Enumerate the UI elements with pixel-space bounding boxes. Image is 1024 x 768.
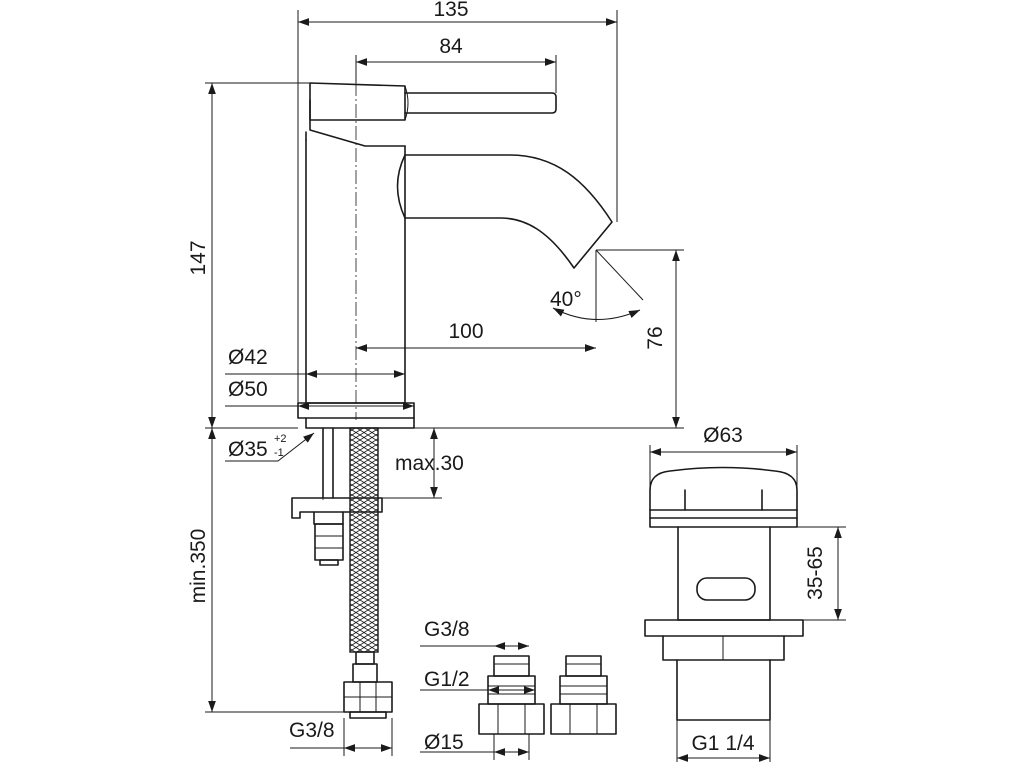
dim-total-width: 135 — [433, 0, 468, 21]
dim-waste-thread: G1 1/4 — [691, 732, 754, 755]
dim-tol-plus: +2 — [274, 433, 287, 445]
dim-body-diameter: Ø42 — [228, 346, 268, 369]
lever-handle — [309, 82, 557, 147]
adapter-fittings: G3/8 G1/2 Ø15 — [420, 618, 617, 760]
mounting-assembly — [291, 427, 393, 719]
dim-spout-height: 76 — [644, 326, 667, 349]
dim-base-diameter: Ø50 — [228, 378, 268, 401]
dim-tol-minus: -1 — [274, 447, 284, 459]
dim-max-thickness: max.30 — [395, 452, 464, 475]
dim-height-total: 147 — [187, 240, 210, 275]
dim-adapter-thread-top: G3/8 — [424, 618, 470, 641]
dim-adapter-thread-mid: G1/2 — [424, 668, 470, 691]
waste-dimensions: Ø63 35-65 G1 1/4 — [649, 424, 846, 762]
spout — [396, 154, 613, 269]
dim-hose-length: min.350 — [187, 529, 210, 604]
dim-lever-width: 84 — [439, 35, 463, 58]
waste-drain — [644, 466, 804, 721]
adapter-left — [478, 655, 545, 735]
dim-adapter-pipe: Ø15 — [424, 731, 464, 754]
faucet-dimensions: 135 84 147 100 76 40° Ø42 Ø50 Ø35 +2 — [187, 0, 684, 756]
dim-spout-reach: 100 — [448, 320, 483, 343]
dim-waste-height: 35-65 — [804, 546, 827, 600]
dim-waste-diameter: Ø63 — [703, 424, 743, 447]
dim-angle: 40° — [550, 288, 582, 311]
dim-hole-diameter: Ø35 — [228, 438, 268, 461]
adapter-right — [550, 655, 617, 735]
dim-hose-thread: G3/8 — [289, 719, 335, 742]
